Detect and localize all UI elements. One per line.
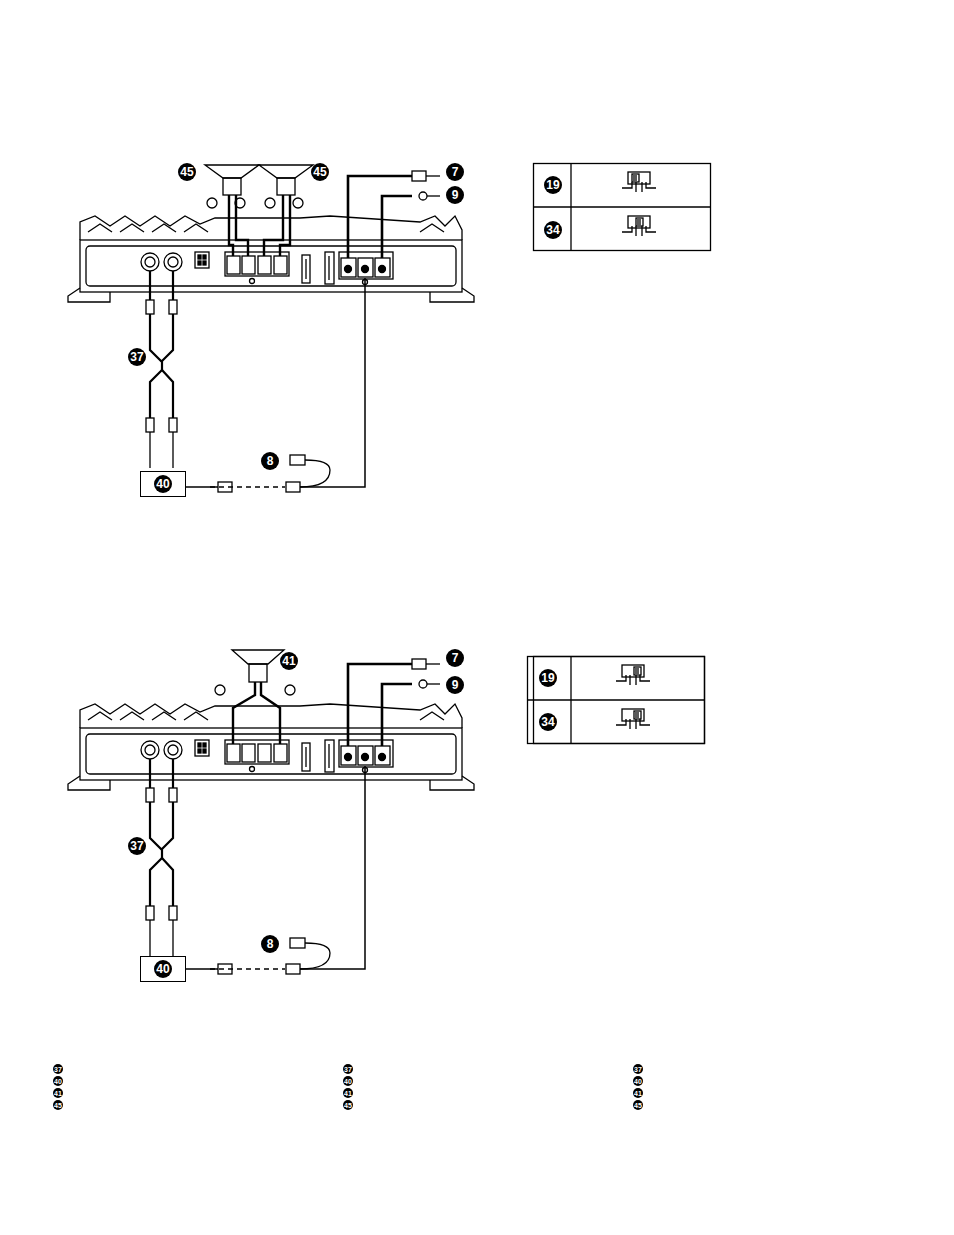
callout-number: 45 [311, 163, 329, 181]
callout-number: 40 [154, 475, 172, 493]
callout-number: 9 [446, 186, 464, 204]
callout-number: 7 [446, 163, 464, 181]
callout-number: 37 [128, 837, 146, 855]
callout-number: 8 [261, 452, 279, 470]
callout-number: 45 [343, 1100, 353, 1110]
head-unit-box: 40 [140, 956, 186, 982]
callout-number: 8 [261, 935, 279, 953]
callout-number: 40 [343, 1076, 353, 1086]
callout-number: 19 [539, 669, 557, 687]
callout-number: 37 [343, 1064, 353, 1074]
callout-number: 37 [128, 348, 146, 366]
callout-number: 41 [343, 1088, 353, 1098]
callout-number: 45 [633, 1100, 643, 1110]
callout-number: 34 [544, 221, 562, 239]
callout-number: 37 [53, 1064, 63, 1074]
callout-number: 40 [53, 1076, 63, 1086]
callout-number: 41 [280, 652, 298, 670]
callout-number: 41 [633, 1088, 643, 1098]
callout-number: 37 [633, 1064, 643, 1074]
callout-number: 9 [446, 676, 464, 694]
callout-number: 40 [633, 1076, 643, 1086]
callout-number: 45 [53, 1100, 63, 1110]
callout-number: 19 [544, 176, 562, 194]
callout-number: 45 [178, 163, 196, 181]
callout-number: 7 [446, 649, 464, 667]
callout-number: 40 [154, 960, 172, 978]
callout-number: 41 [53, 1088, 63, 1098]
head-unit-box: 40 [140, 471, 186, 497]
callout-number: 34 [539, 713, 557, 731]
